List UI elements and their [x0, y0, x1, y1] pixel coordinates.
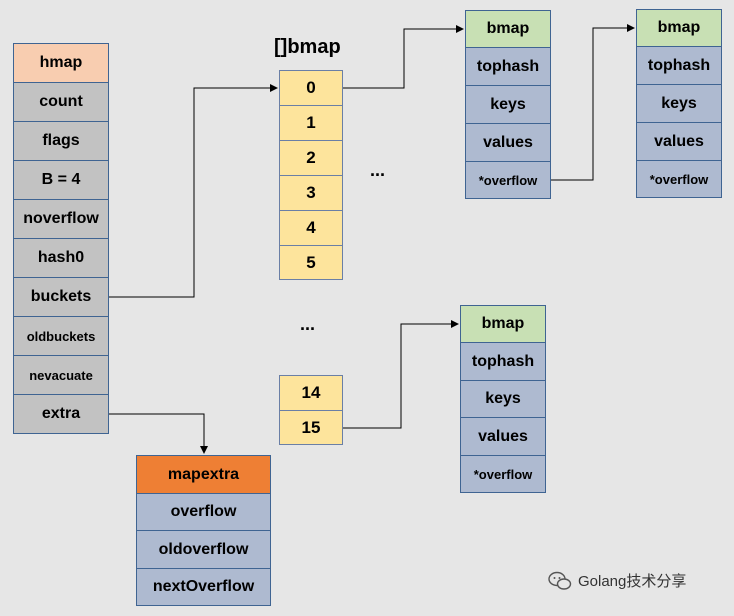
wechat-icon [548, 571, 572, 590]
bucket-cell-14: 14 [279, 375, 343, 411]
bmap-chain-ellipsis: ... [370, 160, 386, 180]
hmap-field-hash0: hash0 [13, 238, 109, 278]
hmap-field-extra: extra [13, 394, 109, 434]
mapextra-oldoverflow: oldoverflow [136, 530, 271, 569]
watermark-text: Golang技术分享 [578, 573, 687, 590]
bmap-2-title: bmap [636, 9, 722, 47]
arrow-buckets-to-array [109, 84, 278, 298]
bmap-2-overflow: *overflow [636, 160, 722, 198]
watermark: Golang技术分享 [548, 570, 686, 591]
arrow-bmap1-overflow-to-bmap2 [551, 24, 635, 181]
hmap-field-flags: flags [13, 121, 109, 161]
bmap-3-keys: keys [460, 380, 546, 418]
hmap-field-oldbuckets: oldbuckets [13, 316, 109, 356]
bucket-cell-2: 2 [279, 140, 343, 176]
bmap-1-keys: keys [465, 85, 551, 124]
bmap-3-tophash: tophash [460, 342, 546, 381]
hmap-title: hmap [13, 43, 109, 83]
bucket-cell-5: 5 [279, 245, 343, 280]
bmap-1-tophash: tophash [465, 47, 551, 86]
buckets-array-label: []bmap [274, 36, 341, 58]
bmap-2-tophash: tophash [636, 46, 722, 85]
bmap-2-keys: keys [636, 84, 722, 123]
hmap-field-buckets: buckets [13, 277, 109, 317]
mapextra-nextoverflow: nextOverflow [136, 568, 271, 606]
hmap-field-noverflow: noverflow [13, 199, 109, 239]
bucket-cell-0: 0 [279, 70, 343, 106]
bucket-cell-15: 15 [279, 410, 343, 445]
bmap-2-values: values [636, 122, 722, 161]
arrow-bucket0-to-bmap1 [343, 25, 464, 89]
hmap-field-nevacuate: nevacuate [13, 355, 109, 395]
bmap-3-overflow: *overflow [460, 455, 546, 493]
bmap-3-title: bmap [460, 305, 546, 343]
bmap-1-overflow: *overflow [465, 161, 551, 199]
bucket-cell-3: 3 [279, 175, 343, 211]
arrow-extra-to-mapextra [109, 413, 208, 454]
buckets-ellipsis: ... [300, 314, 316, 334]
arrow-bucket15-to-bmap3 [343, 320, 459, 429]
bmap-3-values: values [460, 417, 546, 456]
